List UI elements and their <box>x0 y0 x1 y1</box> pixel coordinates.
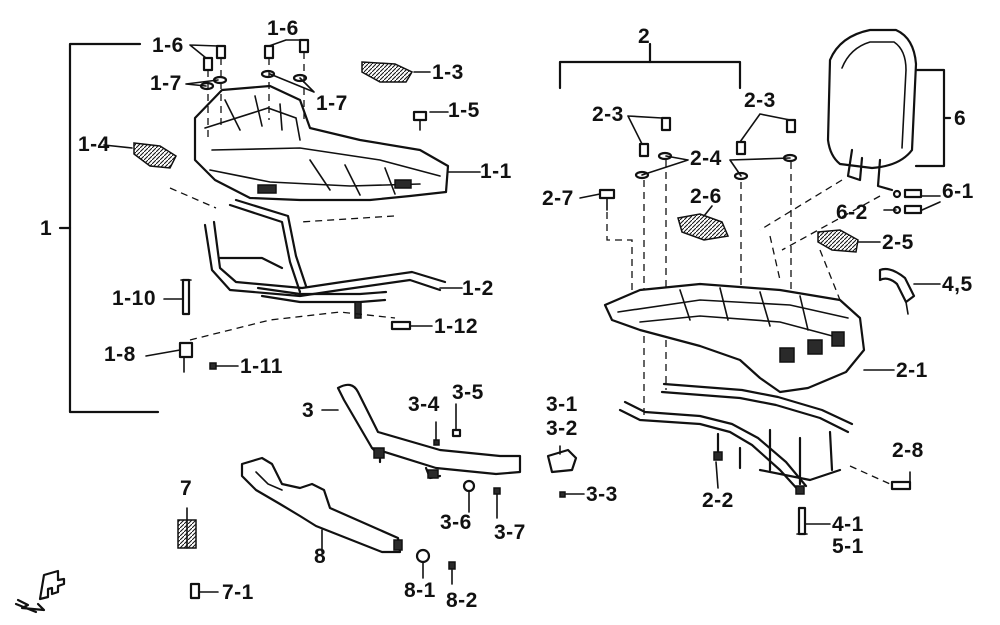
callout-1-7-left: 1-7 <box>150 72 182 95</box>
callout-2-6: 2-6 <box>690 185 722 208</box>
rubber-pad-1-4 <box>133 142 177 169</box>
group-2-bracket <box>558 42 742 90</box>
screw-3-3 <box>559 491 566 498</box>
dashed-link-6 <box>759 179 881 251</box>
rear-carrier-rack-1-1 <box>193 84 450 202</box>
callout-3-7: 3-7 <box>494 521 526 544</box>
rubber-pad-1-3 <box>361 61 414 83</box>
bolt-8-2 <box>448 561 456 570</box>
callout-2-2: 2-2 <box>702 489 734 512</box>
long-bolt-1-10 <box>180 278 192 316</box>
small-bolt-1-11 <box>209 362 217 370</box>
cap-3-1 <box>546 448 578 474</box>
plate-8 <box>240 456 403 554</box>
small-bolts-3-4-3-5 <box>433 428 462 446</box>
nut-3-6 <box>462 479 476 493</box>
callout-1-6-right: 1-6 <box>267 17 299 40</box>
frame-links-1 <box>169 187 395 223</box>
callout-8-1: 8-1 <box>404 579 436 602</box>
bolt-2-7 <box>598 188 633 290</box>
callout-3-3: 3-3 <box>586 483 618 506</box>
callout-3-5: 3-5 <box>452 381 484 404</box>
callout-3-1: 3-1 <box>546 393 578 416</box>
tube-frame-2-2 <box>618 382 854 495</box>
callout-1-1: 1-1 <box>480 160 512 183</box>
callout-8: 8 <box>314 545 327 568</box>
handle-bar-3 <box>336 383 522 480</box>
callout-1-11: 1-11 <box>240 355 283 378</box>
callout-1-7-right: 1-7 <box>316 92 348 115</box>
front-direction-mark <box>14 569 66 614</box>
bolt-3-7 <box>493 487 501 495</box>
callout-7: 7 <box>180 477 193 500</box>
callout-1-10: 1-10 <box>112 287 157 310</box>
group-1-bracket <box>58 42 160 414</box>
bolt-2-8 <box>849 465 912 491</box>
rubber-pad-2-5 <box>817 229 859 253</box>
callout-1-3: 1-3 <box>432 61 464 84</box>
callout-2-5: 2-5 <box>882 231 914 254</box>
callout-2-1: 2-1 <box>896 359 928 382</box>
callout-2-3-right: 2-3 <box>744 89 776 112</box>
backrest-6 <box>826 28 952 192</box>
grab-handle-4-5 <box>878 267 916 315</box>
callout-6-2: 6-2 <box>836 201 868 224</box>
callout-1-12: 1-12 <box>434 315 479 338</box>
bolt-7-1 <box>189 582 201 600</box>
dashed-link-2b <box>769 235 841 301</box>
callout-6-1: 6-1 <box>942 180 974 203</box>
callout-2-7: 2-7 <box>542 187 574 210</box>
rubber-pad-2-6 <box>677 213 730 241</box>
bracket-1-8 <box>178 341 194 373</box>
bolt-1-12 <box>390 320 412 331</box>
callout-4-5: 4,5 <box>942 273 973 296</box>
bolts-1-6 <box>199 38 310 140</box>
reflector-7 <box>177 519 197 549</box>
nut-8-1 <box>415 548 431 564</box>
dashed-link-1b <box>189 311 396 341</box>
callout-1-6-left: 1-6 <box>152 34 184 57</box>
bolts-6-1 <box>892 188 923 215</box>
callout-1: 1 <box>40 217 53 240</box>
callout-3-4: 3-4 <box>408 393 440 416</box>
callout-2-3-left: 2-3 <box>592 103 624 126</box>
callout-3: 3 <box>302 399 315 422</box>
callout-2-8: 2-8 <box>892 439 924 462</box>
bolt-1-5 <box>412 110 428 131</box>
callout-5-1: 5-1 <box>832 535 864 558</box>
callout-7-1: 7-1 <box>222 581 254 604</box>
callout-8-2: 8-2 <box>446 589 478 612</box>
bolt-4-1 <box>796 506 808 536</box>
tube-frame-1-2 <box>203 198 447 319</box>
rear-carrier-rack-2-1 <box>603 282 866 394</box>
callout-1-4: 1-4 <box>78 133 110 156</box>
callout-6: 6 <box>954 107 967 130</box>
callout-1-8: 1-8 <box>104 343 136 366</box>
callout-4-1: 4-1 <box>832 513 864 536</box>
callout-1-5: 1-5 <box>448 99 480 122</box>
leader-lines <box>103 39 941 593</box>
callout-3-2: 3-2 <box>546 417 578 440</box>
callout-2: 2 <box>638 25 651 48</box>
callout-2-4: 2-4 <box>690 147 722 170</box>
callout-3-6: 3-6 <box>440 511 472 534</box>
callout-1-2: 1-2 <box>462 277 494 300</box>
